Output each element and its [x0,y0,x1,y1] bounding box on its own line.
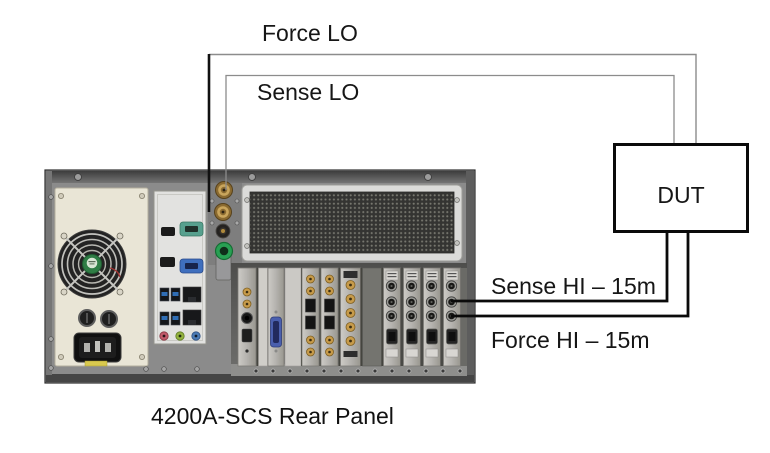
triax-lo-jacks [208,181,242,281]
sma-column-card [340,267,361,367]
smu-card-1 [301,267,320,367]
sense-hi-wire [451,231,669,303]
psu-fan [57,229,127,299]
blank-slot [258,267,268,367]
gpib-card [267,267,285,367]
vent-grille [241,184,463,262]
vga-port [179,258,204,274]
force-hi-label: Force HI – 15m [491,327,650,353]
ac-power-inlet [73,332,122,363]
sense-lo-label: Sense LO [257,79,360,105]
sense-hi-label: Sense HI – 15m [491,273,656,299]
sense-lo-wire [225,74,675,190]
usb-ports [159,287,181,326]
ground-connector [214,241,234,281]
chassis-screws [48,173,432,372]
force-lo-wire [209,53,697,143]
card-cage [231,263,467,376]
caption: 4200A-SCS Rear Panel [151,403,394,429]
displayport [160,257,175,267]
power-buttons [78,309,118,328]
smu-card-2 [320,267,339,367]
preamp-card-1 [383,267,401,367]
force-lo-jack [214,203,232,221]
force-lo-label: Force LO [262,20,358,46]
dut-box: DUT [613,143,749,233]
aux-connector [215,223,231,239]
cage-screw-row [253,368,463,374]
psu-label-sticker [84,360,108,367]
serial-port [179,221,204,237]
force-hi-wire [451,231,690,318]
psu-block [54,187,149,367]
ethernet-ports [182,286,202,326]
sense-lo-jack [215,181,233,199]
motherboard-io-ports [153,190,207,345]
preamp-card-3 [423,267,441,367]
dut-label: DUT [657,181,705,208]
interface-card [237,267,257,367]
preamp-card-2 [403,267,421,367]
hdmi-port [161,227,175,236]
audio-jacks [159,331,201,341]
